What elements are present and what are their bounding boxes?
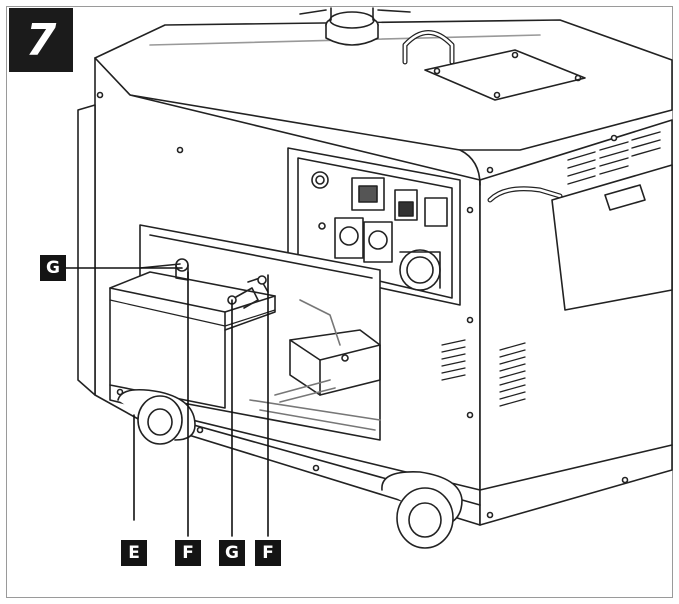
battery — [109, 271, 276, 409]
rear-wheel — [117, 389, 196, 445]
fuel-cap — [299, 7, 411, 46]
callout-label-f: F — [175, 540, 201, 566]
power-sockets — [318, 217, 393, 263]
callout-leaders — [65, 267, 269, 537]
callout-label-g-bottom: G — [219, 540, 245, 566]
round-socket — [399, 249, 441, 291]
callout-label-g: G — [40, 255, 66, 281]
housing-top — [94, 19, 673, 151]
front-wheel — [381, 471, 463, 549]
side-vents — [499, 342, 526, 407]
top-vents — [567, 131, 661, 185]
callout-label-e: E — [121, 540, 147, 566]
callout-label-f-right: F — [255, 540, 281, 566]
battery-terminals — [139, 258, 269, 309]
access-plate — [424, 49, 586, 101]
figure-number-badge: 7 — [9, 8, 73, 72]
